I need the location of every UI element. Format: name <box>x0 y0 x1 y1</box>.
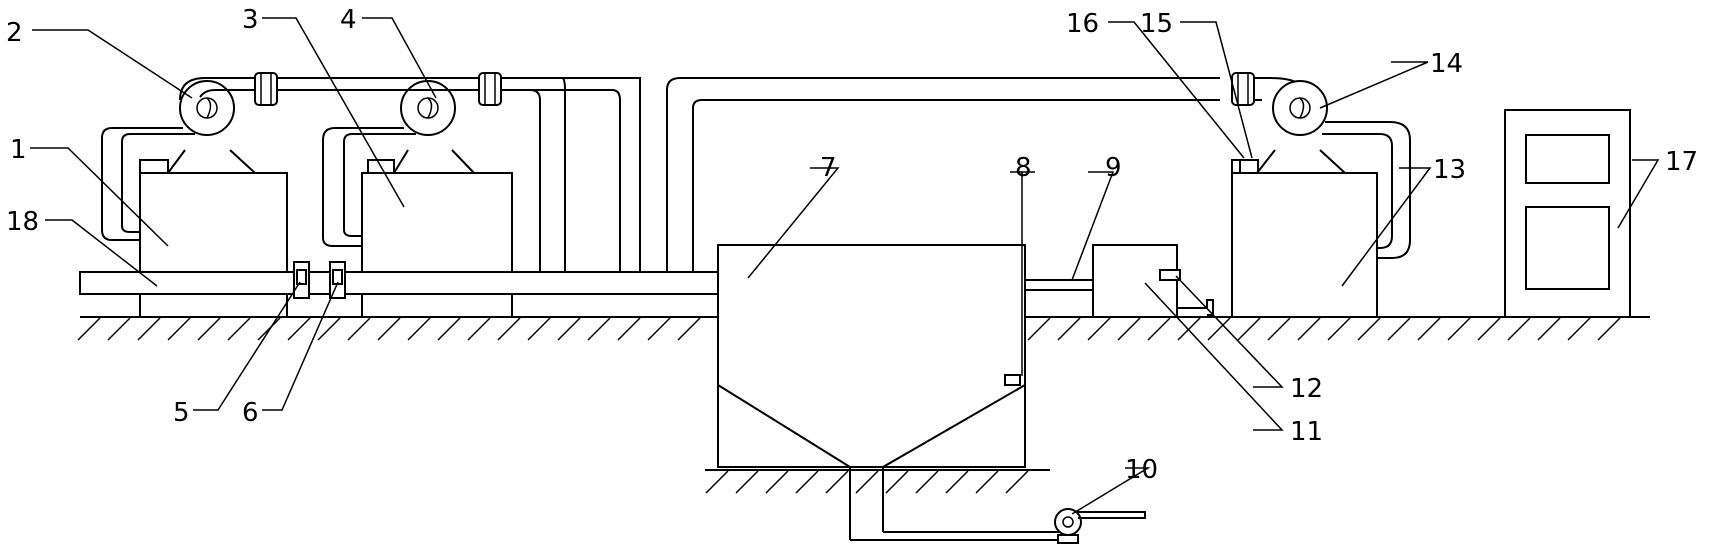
hatch-mark <box>1447 317 1471 341</box>
hatch-mark <box>1057 317 1081 341</box>
hatch-mark <box>1357 317 1381 341</box>
hatch-mark <box>825 470 849 494</box>
hatch-mark <box>227 317 251 341</box>
hatch-mark <box>1477 317 1501 341</box>
label-16: 16 <box>1066 9 1099 39</box>
hatch-mark <box>1297 317 1321 341</box>
label-7: 7 <box>820 153 837 183</box>
label-8: 8 <box>1015 153 1032 183</box>
left-ducts <box>101 72 642 272</box>
hatch-mark <box>527 317 551 341</box>
hatch-mark <box>317 317 341 341</box>
hatch-mark <box>795 470 819 494</box>
hatch-mark <box>735 470 759 494</box>
hatch-mark <box>467 317 491 341</box>
tank-3 <box>361 149 513 273</box>
hatch-mark <box>1507 317 1531 341</box>
hatch-mark <box>587 317 611 341</box>
hatch-mark <box>1267 317 1291 341</box>
label-9: 9 <box>1105 153 1122 183</box>
hatch-mark <box>975 470 999 494</box>
hatch-mark <box>1597 317 1621 341</box>
hatch-mark <box>197 317 221 341</box>
hatch-mark <box>557 317 581 341</box>
pipe-9 <box>1024 279 1094 291</box>
label-10: 10 <box>1125 455 1158 485</box>
label-13: 13 <box>1433 155 1466 185</box>
label-5: 5 <box>173 398 190 428</box>
pump-10 <box>1054 508 1146 544</box>
fan-2 <box>179 80 235 136</box>
hatch-mark <box>1387 317 1411 341</box>
hatch-mark <box>1177 317 1201 341</box>
label-12: 12 <box>1290 374 1323 404</box>
box-11 <box>1092 244 1214 318</box>
hatch-mark <box>855 470 879 494</box>
label-1: 1 <box>10 135 27 165</box>
hatch-mark <box>407 317 431 341</box>
base-rail <box>79 271 721 317</box>
label-11: 11 <box>1290 417 1323 447</box>
hatch-mark <box>167 317 191 341</box>
label-2: 2 <box>6 18 23 48</box>
hatch-mark <box>945 470 969 494</box>
sensor-8 <box>1004 374 1021 386</box>
hatch-mark <box>137 317 161 341</box>
label-18: 18 <box>6 207 39 237</box>
hatch-mark <box>677 317 701 341</box>
hatch-mark <box>1027 317 1051 341</box>
tank-1 <box>139 149 288 273</box>
valve-5 <box>293 261 310 299</box>
callouts: 2 3 4 1 18 5 6 7 8 9 10 11 <box>6 5 1698 515</box>
hatch-mark <box>1237 317 1261 341</box>
hatch-mark <box>765 470 789 494</box>
sediment-tank-7 <box>717 244 1060 541</box>
label-3: 3 <box>242 5 259 35</box>
label-4: 4 <box>340 5 357 35</box>
control-cabinet-17 <box>1504 109 1631 318</box>
hatch-mark <box>915 470 939 494</box>
hatch-mark <box>1327 317 1351 341</box>
hatch-mark <box>377 317 401 341</box>
hatch-mark <box>647 317 671 341</box>
label-15: 15 <box>1140 9 1173 39</box>
hatch-mark <box>885 470 909 494</box>
right-duct <box>666 72 1306 272</box>
hatch-mark <box>1087 317 1111 341</box>
hatch-mark <box>347 317 371 341</box>
label-17: 17 <box>1665 147 1698 177</box>
hatch-mark <box>1005 470 1029 494</box>
hatch-mark <box>1567 317 1591 341</box>
hatch-mark <box>1117 317 1141 341</box>
fan-14 <box>1272 80 1411 259</box>
hatch-mark <box>705 470 729 494</box>
hatch-mark <box>1147 317 1171 341</box>
hatch-mark <box>1417 317 1441 341</box>
hatch-mark <box>1537 317 1561 341</box>
hatch-mark <box>107 317 131 341</box>
hatch-mark <box>617 317 641 341</box>
hatch-mark <box>287 317 311 341</box>
hatch-mark <box>497 317 521 341</box>
fan-4 <box>400 80 456 136</box>
hatch-mark <box>1207 317 1231 341</box>
tank-13 <box>1231 149 1378 318</box>
label-14: 14 <box>1430 49 1463 79</box>
hatch-mark <box>77 317 101 341</box>
hatch-mark <box>437 317 461 341</box>
label-6: 6 <box>242 398 259 428</box>
valve-6 <box>329 261 346 299</box>
